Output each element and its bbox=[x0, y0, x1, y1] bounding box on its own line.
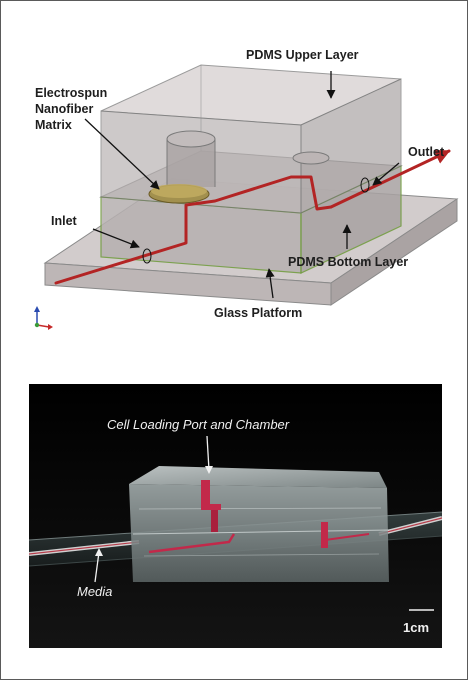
outlet-port-disk bbox=[292, 151, 330, 165]
nanofiber-matrix-disk bbox=[148, 184, 210, 204]
outlet-ring bbox=[360, 177, 370, 193]
device-schematic: PDMS Upper Layer Electrospun Nanofiber M… bbox=[34, 48, 459, 330]
device-photo: Cell Loading Port and Chamber Media 1cm bbox=[29, 384, 442, 648]
photo-pdms-block bbox=[129, 466, 390, 582]
label-inlet: Inlet bbox=[51, 214, 78, 228]
label-outlet: Outlet bbox=[408, 145, 445, 159]
label-media: Media bbox=[77, 584, 112, 599]
label-electrospun-line3: Matrix bbox=[35, 118, 72, 132]
leader-arrows bbox=[84, 71, 400, 299]
cell-loading-arrowhead bbox=[205, 466, 213, 474]
label-pdms-upper-layer: PDMS Upper Layer bbox=[246, 48, 359, 62]
media-arrowhead bbox=[95, 548, 103, 556]
inlet-ring bbox=[142, 248, 152, 264]
label-glass-platform: Glass Platform bbox=[214, 306, 302, 320]
loading-port-cylinder bbox=[166, 130, 216, 187]
photo-tubing bbox=[29, 516, 442, 556]
cell-loading-leader bbox=[206, 435, 210, 471]
fluidic-channel bbox=[54, 149, 451, 285]
label-electrospun-line2: Nanofiber bbox=[35, 102, 93, 116]
label-scale-bar: 1cm bbox=[403, 620, 429, 635]
media-leader bbox=[94, 551, 100, 583]
photo-red-fluid bbox=[148, 480, 370, 554]
label-pdms-bottom-layer: PDMS Bottom Layer bbox=[288, 255, 408, 269]
axis-triad-icon bbox=[34, 306, 53, 330]
label-electrospun-line1: Electrospun bbox=[35, 86, 107, 100]
label-cell-loading-port: Cell Loading Port and Chamber bbox=[107, 417, 290, 432]
